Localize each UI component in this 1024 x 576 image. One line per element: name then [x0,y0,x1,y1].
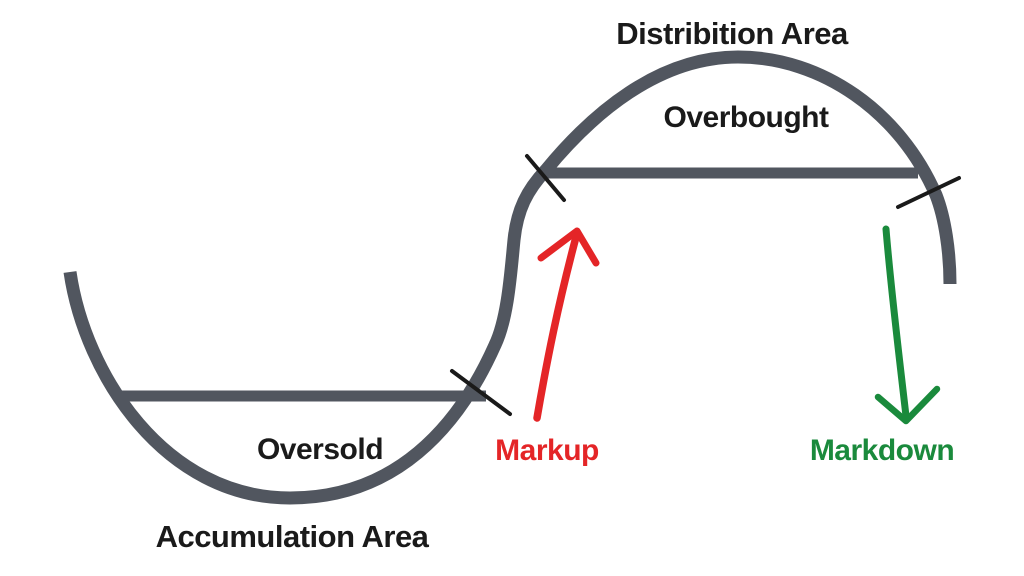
markdown-arrow [882,225,910,420]
overbought-label: Overbought [664,101,830,134]
markup-arrowhead-icon [537,227,600,267]
oversold-label: Oversold [257,433,383,466]
markup-arrow [533,233,580,422]
accumulation-area-label: Accumulation Area [156,519,430,554]
markup-label: Markup [495,434,599,467]
accumulation-breakout-tick [450,369,512,416]
distribution-entry-tick [525,154,566,202]
markdown-arrowhead-icon [874,385,941,425]
price-cycle-curve [63,50,957,505]
markdown-label: Markdown [810,434,954,467]
distribution-area-label: Distribition Area [616,16,849,51]
distribution-breakdown-tick [896,176,961,209]
